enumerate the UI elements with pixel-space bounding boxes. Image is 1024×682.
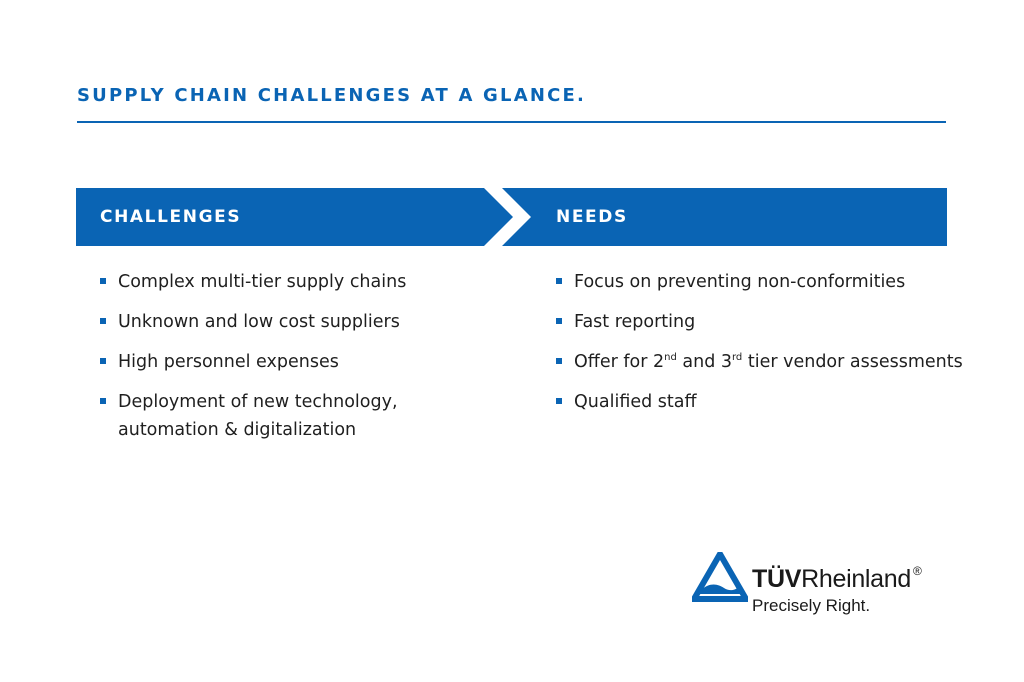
tuv-rheinland-logo: TÜVRheinland® Precisely Right. <box>692 552 952 622</box>
bullet-square-icon <box>556 318 562 324</box>
list-item: Complex multi-tier supply chains <box>100 268 500 296</box>
title-divider <box>77 121 946 123</box>
list-item: Focus on preventing non-conformities <box>556 268 966 296</box>
vendor-assessment-text: Offer for 2nd and 3rd tier vendor assess… <box>574 352 963 372</box>
list-item: Fast reporting <box>556 308 966 336</box>
list-item: Deployment of new technology, automation… <box>100 388 500 444</box>
list-item: Qualified staff <box>556 388 966 416</box>
bullet-square-icon <box>100 278 106 284</box>
logo-tagline: Precisely Right. <box>752 596 871 615</box>
bullet-square-icon <box>100 398 106 404</box>
triangle-logo-icon <box>692 552 748 602</box>
banner-background <box>76 188 947 246</box>
list-item: High personnel expenses <box>100 348 500 376</box>
challenges-heading: CHALLENGES <box>100 207 242 227</box>
header-banner: CHALLENGES NEEDS <box>76 188 947 246</box>
bullet-square-icon <box>556 278 562 284</box>
needs-list: Focus on preventing non-conformities Fas… <box>556 268 966 428</box>
list-item: Unknown and low cost suppliers <box>100 308 500 336</box>
bullet-square-icon <box>556 398 562 404</box>
bullet-square-icon <box>556 358 562 364</box>
page-title: SUPPLY CHAIN CHALLENGES AT A GLANCE. <box>77 85 587 106</box>
bullet-square-icon <box>100 318 106 324</box>
challenges-list: Complex multi-tier supply chains Unknown… <box>100 268 500 456</box>
bullet-square-icon <box>100 358 106 364</box>
needs-heading: NEEDS <box>556 207 628 227</box>
list-item: Offer for 2nd and 3rd tier vendor assess… <box>556 348 966 376</box>
